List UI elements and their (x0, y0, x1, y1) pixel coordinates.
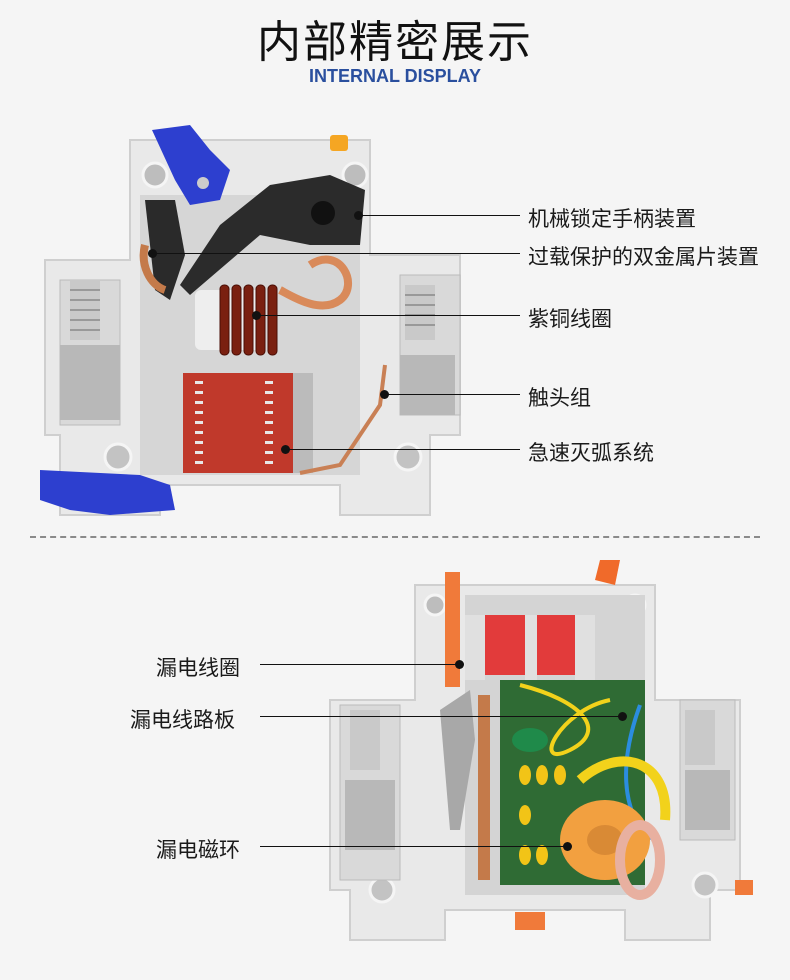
pointer-dot-leakage-board (618, 712, 627, 721)
section-divider (30, 536, 760, 538)
pointer-line-leakage-board (260, 716, 620, 717)
label-coil: 紫铜线圈 (528, 307, 612, 331)
label-leakage-coil: 漏电线圈 (156, 656, 240, 680)
label-bimetal: 过载保护的双金属片装置 (528, 245, 759, 269)
pointer-dot-leakage-ring (563, 842, 572, 851)
pointer-line-arc (285, 449, 520, 450)
page-title: 内部精密展示 (257, 17, 533, 68)
label-handle: 机械锁定手柄装置 (528, 207, 696, 231)
rcd-cutaway-image (329, 560, 753, 941)
pointer-line-leakage-coil (260, 664, 460, 665)
pointer-dot-leakage-coil (455, 660, 464, 669)
pointer-line-handle (358, 215, 520, 216)
pointer-line-bimetal (152, 253, 520, 254)
label-contact: 触头组 (528, 386, 591, 410)
page-subtitle: INTERNAL DISPLAY (308, 66, 482, 86)
label-leakage-board: 漏电线路板 (130, 708, 235, 732)
label-leakage-ring: 漏电磁环 (156, 838, 240, 862)
pointer-line-coil (256, 315, 520, 316)
pointer-line-contact (384, 394, 520, 395)
label-arc: 急速灭弧系统 (528, 441, 654, 465)
mcb-cutaway-image (40, 125, 461, 516)
pointer-line-leakage-ring (260, 846, 568, 847)
